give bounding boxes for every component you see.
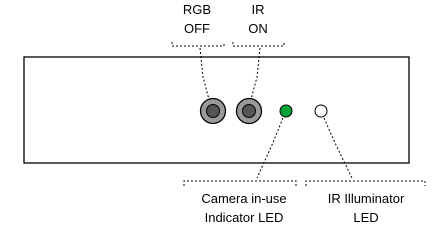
camera-led-label-bracket xyxy=(183,180,297,186)
rgb-lens-inner xyxy=(206,104,220,118)
ir-illuminator-label-line1: IR Illuminator xyxy=(328,191,405,206)
ir-camera-lens-icon xyxy=(235,97,263,125)
ir-label-top: IR xyxy=(252,2,265,17)
ir-illuminator-label-line2: LED xyxy=(353,210,378,225)
camera-led-label-line1: Camera in-use xyxy=(201,191,286,206)
rgb-label-bracket xyxy=(171,42,225,47)
ir-illuminator-leader-line xyxy=(323,117,353,179)
rgb-label-bottom: OFF xyxy=(184,21,210,36)
rgb-leader-line xyxy=(199,47,211,104)
ir-illuminator-led-icon xyxy=(314,104,328,118)
rgb-camera-lens-icon xyxy=(199,97,227,125)
ir-leader-line xyxy=(249,47,261,104)
rgb-label-top: RGB xyxy=(183,2,211,17)
camera-module-diagram: RGB OFF IR ON Camera in-use Indicator LE… xyxy=(23,2,426,225)
camera-led-leader-line xyxy=(256,117,284,179)
ir-lens-inner xyxy=(242,104,256,118)
ir-illuminator-label-bracket xyxy=(305,180,426,186)
ir-label-bracket xyxy=(232,42,285,47)
ir-label-bottom: ON xyxy=(248,21,268,36)
camera-in-use-led-icon xyxy=(279,104,293,118)
camera-led-label-line2: Indicator LED xyxy=(205,210,284,225)
